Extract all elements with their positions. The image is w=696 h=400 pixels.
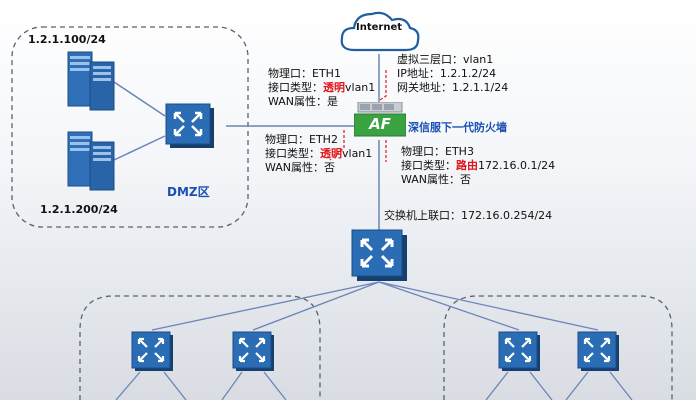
eth1-type-prefix: 接口类型：: [268, 81, 323, 94]
firewall-badge: AF: [369, 115, 391, 133]
eth3-type-mode: 路由: [456, 159, 478, 172]
server-bottom-link: [113, 135, 166, 161]
eth3-wan: WAN属性：否: [401, 173, 472, 186]
access-switch-icon: [577, 331, 619, 371]
lower-right-zone-boundary: [443, 295, 673, 400]
firewall-title: 深信服下一代防火墙: [408, 121, 507, 134]
eth1-type-mode: 透明: [323, 81, 345, 94]
dmz-zone-label: DMZ区: [167, 185, 210, 199]
access-switch-icon: [498, 331, 540, 371]
server-icon: [67, 131, 115, 191]
server-icon: [67, 51, 115, 111]
access-2-down-b: [263, 371, 287, 400]
flow-arrow-top: [379, 70, 387, 101]
access-1-down-b: [163, 371, 187, 400]
firewall-icon: [354, 102, 406, 137]
internet-cloud-icon: [340, 11, 420, 52]
vlan-gateway: 网关地址：1.2.1.1/24: [397, 81, 509, 94]
core-to-access-2: [252, 281, 380, 331]
eth2-type: 接口类型：透明vlan1: [265, 147, 372, 161]
core-to-access-1: [151, 281, 380, 331]
eth2-port: 物理口：ETH2: [265, 133, 338, 146]
access-1-down-a: [115, 371, 141, 400]
core-switch-icon: [351, 229, 407, 281]
dmz-top-ip: 1.2.1.100/24: [28, 33, 106, 46]
eth2-type-suffix: vlan1: [342, 147, 373, 160]
server-top-link: [113, 81, 166, 117]
eth2-type-mode: 透明: [320, 147, 342, 160]
dmz-bottom-ip: 1.2.1.200/24: [40, 203, 118, 216]
dmz-zone-boundary: [11, 26, 249, 228]
eth3-type-prefix: 接口类型：: [401, 159, 456, 172]
access-switch-icon: [232, 331, 274, 371]
flow-arrow-left: [329, 130, 345, 161]
eth1-type-suffix: vlan1: [345, 81, 376, 94]
eth2-type-prefix: 接口类型：: [265, 147, 320, 160]
core-to-access-4: [378, 281, 599, 331]
eth3-type: 接口类型：路由172.16.0.1/24: [401, 159, 555, 173]
eth1-port: 物理口：ETH1: [268, 67, 341, 80]
internet-label: Internet: [356, 22, 403, 33]
uplink-label: 交换机上联口：172.16.0.254/24: [384, 209, 553, 222]
access-3-down-a: [485, 371, 509, 400]
switch-icon: [165, 103, 214, 148]
eth3-type-suffix: 172.16.0.1/24: [478, 159, 556, 172]
firewall-device: AF: [354, 102, 406, 140]
access-switch-icon: [131, 331, 173, 371]
access-4-down-b: [609, 371, 633, 400]
access-4-down-a: [565, 371, 589, 400]
vlan-ip: IP地址：1.2.1.2/24: [397, 67, 497, 80]
eth3-port: 物理口：ETH3: [401, 145, 474, 158]
eth2-wan: WAN属性：否: [265, 161, 336, 174]
lower-left-zone-boundary: [79, 295, 321, 400]
eth1-type: 接口类型：透明vlan1: [268, 81, 375, 95]
access-3-down-b: [529, 371, 553, 400]
eth1-wan: WAN属性：是: [268, 95, 339, 108]
access-2-down-a: [221, 371, 243, 400]
vlan-name: 虚拟三层口：vlan1: [397, 53, 494, 66]
core-to-access-3: [378, 281, 520, 331]
